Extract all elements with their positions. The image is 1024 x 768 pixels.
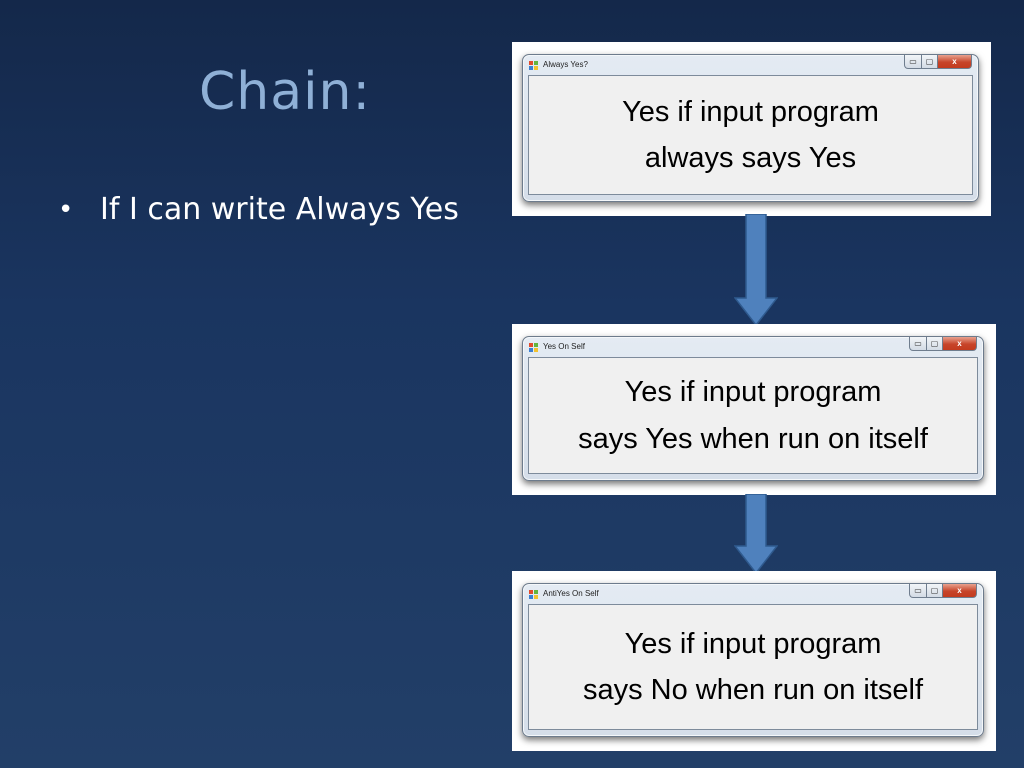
window-titlebar: Yes On Self ▭ ▢ x xyxy=(523,337,983,357)
window-title: Yes On Self xyxy=(543,342,585,351)
window-controls: ▭ ▢ x xyxy=(909,337,977,351)
window-message-line: always says Yes xyxy=(644,142,857,174)
windows-form-icon xyxy=(529,343,539,352)
window-message-line: says Yes when run on itself xyxy=(578,422,928,455)
window-screenshot-antiyes-on-self: AntiYes On Self ▭ ▢ x Yes if input progr… xyxy=(512,571,996,751)
window-screenshot-yes-on-self: Yes On Self ▭ ▢ x Yes if input program s… xyxy=(512,324,996,495)
maximize-button[interactable]: ▢ xyxy=(927,337,943,351)
window-message-line: Yes if input program xyxy=(622,95,879,128)
window-always-yes: Always Yes? ▭ ▢ x Yes if input program a… xyxy=(522,54,979,202)
window-client-area: Yes if input program says Yes when run o… xyxy=(528,357,978,474)
window-antiyes-on-self: AntiYes On Self ▭ ▢ x Yes if input progr… xyxy=(522,583,984,737)
window-title: AntiYes On Self xyxy=(543,589,599,598)
window-client-area: Yes if input program always says Yes xyxy=(528,75,973,195)
window-screenshot-always-yes: Always Yes? ▭ ▢ x Yes if input program a… xyxy=(512,42,991,216)
bullet-list: • If I can write Always Yes xyxy=(58,188,459,232)
window-title: Always Yes? xyxy=(543,60,588,69)
windows-form-icon xyxy=(529,590,539,599)
windows-form-icon xyxy=(529,61,539,70)
window-message: Yes if input program says Yes when run o… xyxy=(578,369,928,462)
minimize-button[interactable]: ▭ xyxy=(904,55,922,69)
window-client-area: Yes if input program says No when run on… xyxy=(528,604,978,730)
window-controls: ▭ ▢ x xyxy=(904,55,972,69)
maximize-button[interactable]: ▢ xyxy=(927,584,943,598)
close-button[interactable]: x xyxy=(938,55,972,69)
bullet-text: If I can write Always Yes xyxy=(100,192,459,227)
minimize-button[interactable]: ▭ xyxy=(909,337,927,351)
minimize-button[interactable]: ▭ xyxy=(909,584,927,598)
window-message-line: Yes if input program xyxy=(624,376,882,409)
window-titlebar: AntiYes On Self ▭ ▢ x xyxy=(523,584,983,604)
window-yes-on-self: Yes On Self ▭ ▢ x Yes if input program s… xyxy=(522,336,984,481)
down-arrow-icon xyxy=(734,214,778,326)
window-message-line: says No when run on itself xyxy=(582,674,924,706)
slide-title: Chain: xyxy=(198,62,372,122)
maximize-button[interactable]: ▢ xyxy=(922,55,938,69)
window-message-line: Yes if input program xyxy=(624,627,882,660)
down-arrow-icon xyxy=(734,494,778,574)
window-message: Yes if input program says No when run on… xyxy=(583,621,923,714)
bullet-item: • If I can write Always Yes xyxy=(58,188,459,232)
close-button[interactable]: x xyxy=(943,337,977,351)
window-controls: ▭ ▢ x xyxy=(909,584,977,598)
close-button[interactable]: x xyxy=(943,584,977,598)
window-message: Yes if input program always says Yes xyxy=(622,89,879,182)
bullet-marker: • xyxy=(58,195,74,225)
window-titlebar: Always Yes? ▭ ▢ x xyxy=(523,55,978,75)
